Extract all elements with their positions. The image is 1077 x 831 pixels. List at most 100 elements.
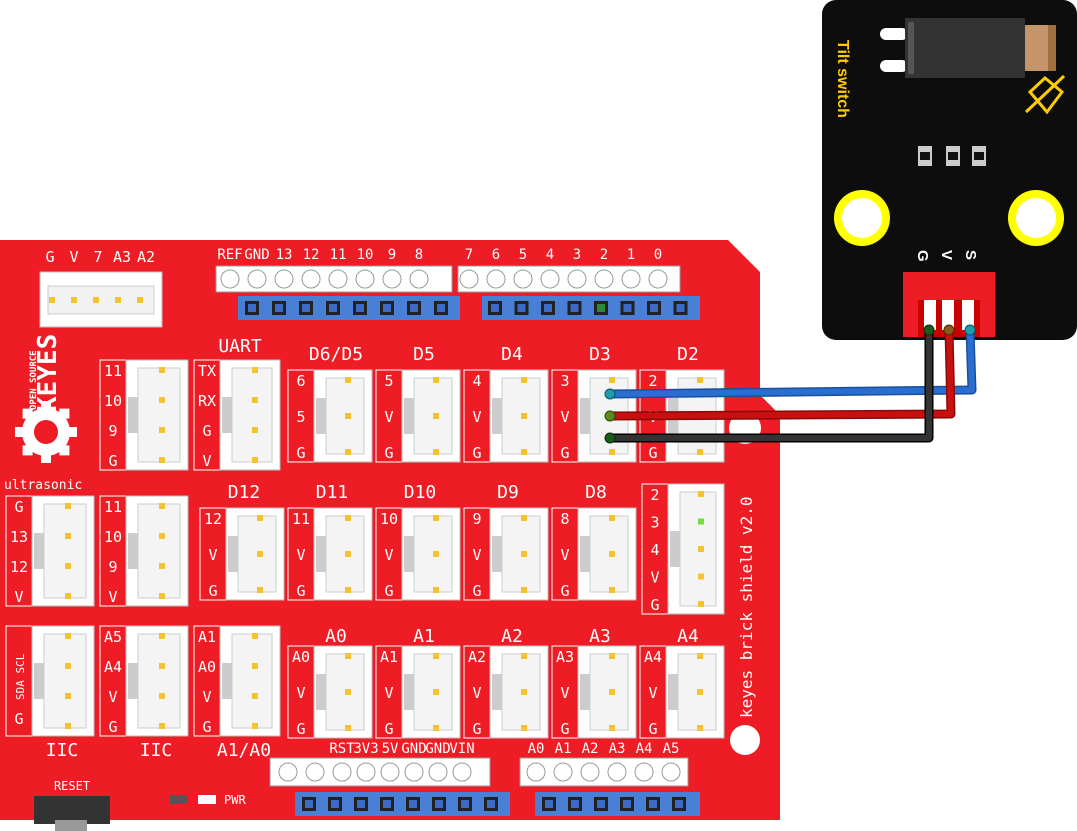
pin [698,546,704,552]
pin [521,413,527,419]
connector-pin-label: 12 [10,558,28,576]
connector: SDA SCL G [5,625,95,737]
pin [65,563,71,569]
gear-tooth [59,408,70,419]
header-hole [648,269,668,289]
iic2-title: IIC [140,740,173,761]
header-hole [526,762,546,782]
pin [698,518,704,525]
header-socket-inner [461,800,469,808]
connector-title: UART [218,336,262,357]
pin [433,725,439,731]
header-pin-label: 1 [627,247,635,263]
connector-title: A2 [501,626,523,647]
connector-title: A0 [325,626,347,647]
header-pin-label: A2 [582,741,599,757]
brand-top-text: OPEN SOURCE [29,350,39,410]
header-socket-inner [357,800,365,808]
pin [609,551,615,557]
connector-title: D2 [677,344,699,365]
pin [252,457,258,463]
header-socket-inner [675,800,683,808]
connector-pin-label: V [384,408,393,426]
header-socket-inner [302,304,310,312]
header-pin-label: 5V [382,741,399,757]
header-pin-label: 10 [357,247,374,263]
connector-pin-label: V [472,408,481,426]
connector-pin-label: G [560,444,569,462]
pin [698,573,704,580]
pin [252,633,258,639]
pin [345,653,351,659]
connector-pin-label: G [296,582,305,600]
header-socket-inner [491,304,499,312]
header-hole [382,269,402,289]
connector-pin-label: G [14,710,23,728]
connector-pin-label: V [648,684,657,702]
header-hole [580,762,600,782]
header-hole [301,269,321,289]
connector-pin-label: V [202,688,211,706]
pin [159,663,165,669]
connector-title: D6/D5 [309,344,363,365]
header-pin-label: GND [425,741,450,757]
connector-pin-label: V [650,569,659,587]
header-socket-inner [331,800,339,808]
pin [521,653,527,659]
connector-pin-label: V [108,688,117,706]
connector-pin-label: V [14,588,23,606]
header-socket-inner [409,800,417,808]
module-pcb [822,0,1077,340]
header-hole [661,762,681,782]
connector-pin-label: V [296,684,305,702]
header-pin-label: 3 [573,247,581,263]
pin [65,533,71,539]
connector-title: D8 [585,482,607,503]
header-socket-inner [649,800,657,808]
header-pin-label: A1 [555,741,572,757]
connector-pin-label: G [472,582,481,600]
connector-pin-label: 4 [650,541,659,559]
header-hole [355,269,375,289]
ultrasonic-title: ultrasonic [4,478,82,493]
header-pin-label: 3V3 [353,741,378,757]
board-name-vertical: keyes brick shield v2.0 [737,496,756,718]
connector-pin-label: A3 [556,648,574,666]
pin [521,377,527,383]
header-hole [634,762,654,782]
header-pin-label: REF [217,247,242,263]
connector-pin-label: A0 [292,648,310,666]
connector-title: A3 [589,626,611,647]
connector-pin-label: G [650,596,659,614]
header-pin-label: 6 [492,247,500,263]
header-socket-inner [383,304,391,312]
header-socket-inner [305,800,313,808]
reset-button[interactable]: RESET [34,779,110,831]
connector-pin-label: G [384,582,393,600]
connector-pin-label: G [648,720,657,738]
iic-vertical-label: SDA SCL [14,653,27,700]
connector-pin-label: V [296,546,305,564]
gear-tooth [59,445,70,456]
pin [257,551,263,557]
module-pin-label: V [938,250,955,260]
connector-pin-label: 11 [104,498,122,516]
header-hole [621,269,641,289]
header-pin-label: RST [329,741,355,757]
header-pin-label: A3 [609,741,626,757]
connector-pin-label: G [648,444,657,462]
pin [49,297,55,303]
header-socket-inner [597,304,605,312]
connector-pin-label: A4 [644,648,662,666]
pin [521,551,527,557]
pin [433,653,439,659]
